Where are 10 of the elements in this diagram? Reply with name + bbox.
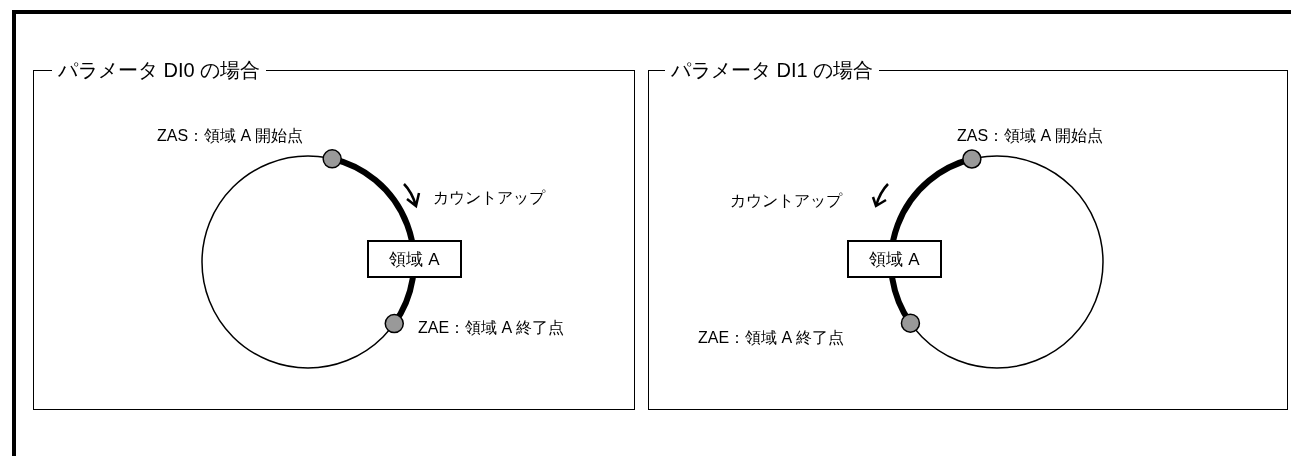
point-label: ZAE：領域 A 終了点 xyxy=(418,318,564,338)
direction-label: カウントアップ xyxy=(433,188,545,208)
point-label: ZAS：領域 A 開始点 xyxy=(157,126,303,146)
region-box: 領域 A xyxy=(847,240,942,278)
region-box: 領域 A xyxy=(367,240,462,278)
section-title: パラメータ DI1 の場合 xyxy=(665,57,880,83)
point-label: ZAE：領域 A 終了点 xyxy=(698,328,844,348)
direction-label: カウントアップ xyxy=(730,191,842,211)
point-label: ZAS：領域 A 開始点 xyxy=(957,126,1103,146)
section-title: パラメータ DI0 の場合 xyxy=(52,57,267,83)
